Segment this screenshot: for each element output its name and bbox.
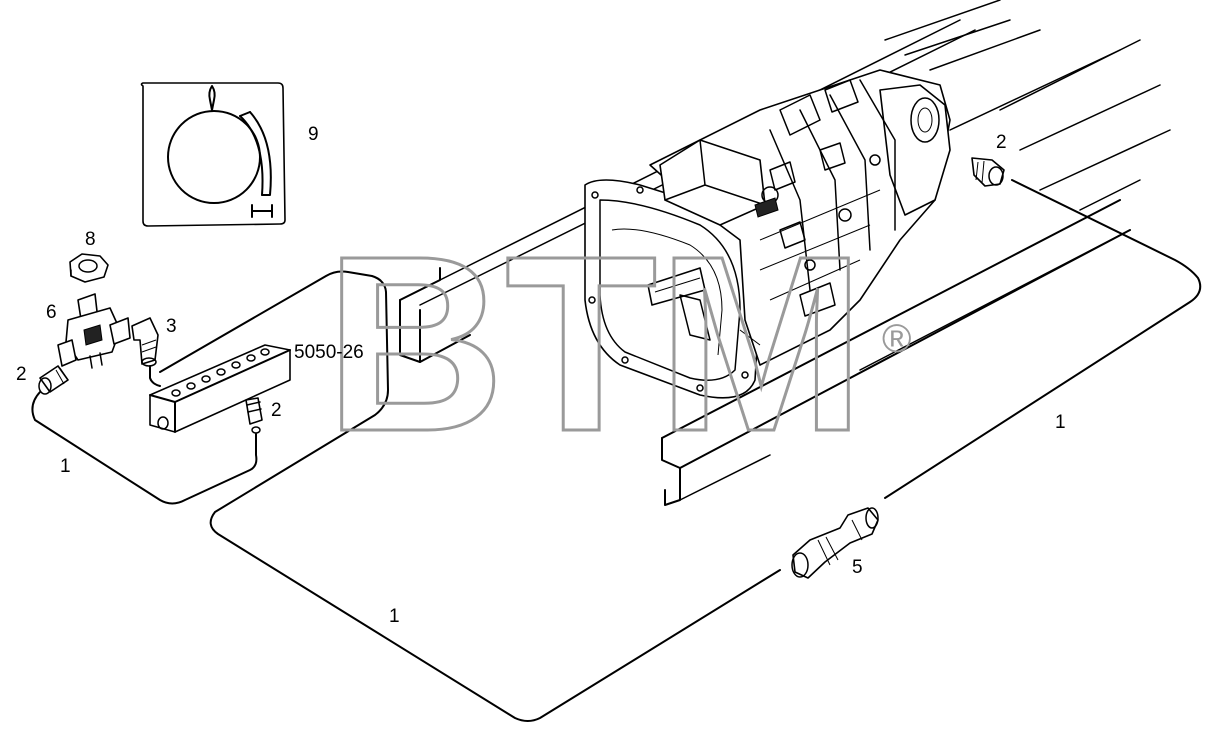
callout-9: 9 (308, 124, 319, 145)
union-fitting-left (38, 365, 69, 395)
callout-1-bottom: 1 (389, 606, 400, 627)
callout-2-block: 2 (271, 400, 282, 421)
callout-1-right: 1 (1055, 412, 1066, 433)
callout-1-left: 1 (60, 456, 71, 477)
registered-mark: ® (882, 317, 911, 361)
pipes (31, 179, 1202, 722)
pipe-left (31, 391, 258, 505)
gearbox-assembly (584, 69, 951, 399)
pipe-right (884, 179, 1202, 499)
callout-5: 5 (852, 557, 863, 578)
valve-assembly (57, 293, 131, 369)
callout-2-left: 2 (16, 364, 27, 385)
pipe-loop (159, 270, 781, 722)
watermark-text: BTM (325, 204, 865, 483)
union-fitting-block (245, 397, 263, 434)
distribution-block (149, 344, 291, 433)
inline-connector (791, 507, 879, 579)
watermark: BTM ® (324, 203, 912, 485)
part-code-label: 5050-26 (294, 342, 364, 363)
elbow-fitting (131, 317, 159, 367)
chassis-rails (399, 0, 1171, 506)
callout-6: 6 (46, 302, 57, 323)
union-fitting-right (971, 157, 1005, 187)
shift-pattern-plate (140, 82, 286, 227)
nut (69, 253, 109, 283)
pipe-elbow (149, 365, 161, 387)
callouts: 9 8 6 3 2 2 2 1 1 1 5 5050-26 (16, 124, 1066, 627)
callout-2-right: 2 (996, 132, 1007, 153)
callout-3: 3 (166, 316, 177, 337)
callout-8: 8 (85, 229, 96, 250)
